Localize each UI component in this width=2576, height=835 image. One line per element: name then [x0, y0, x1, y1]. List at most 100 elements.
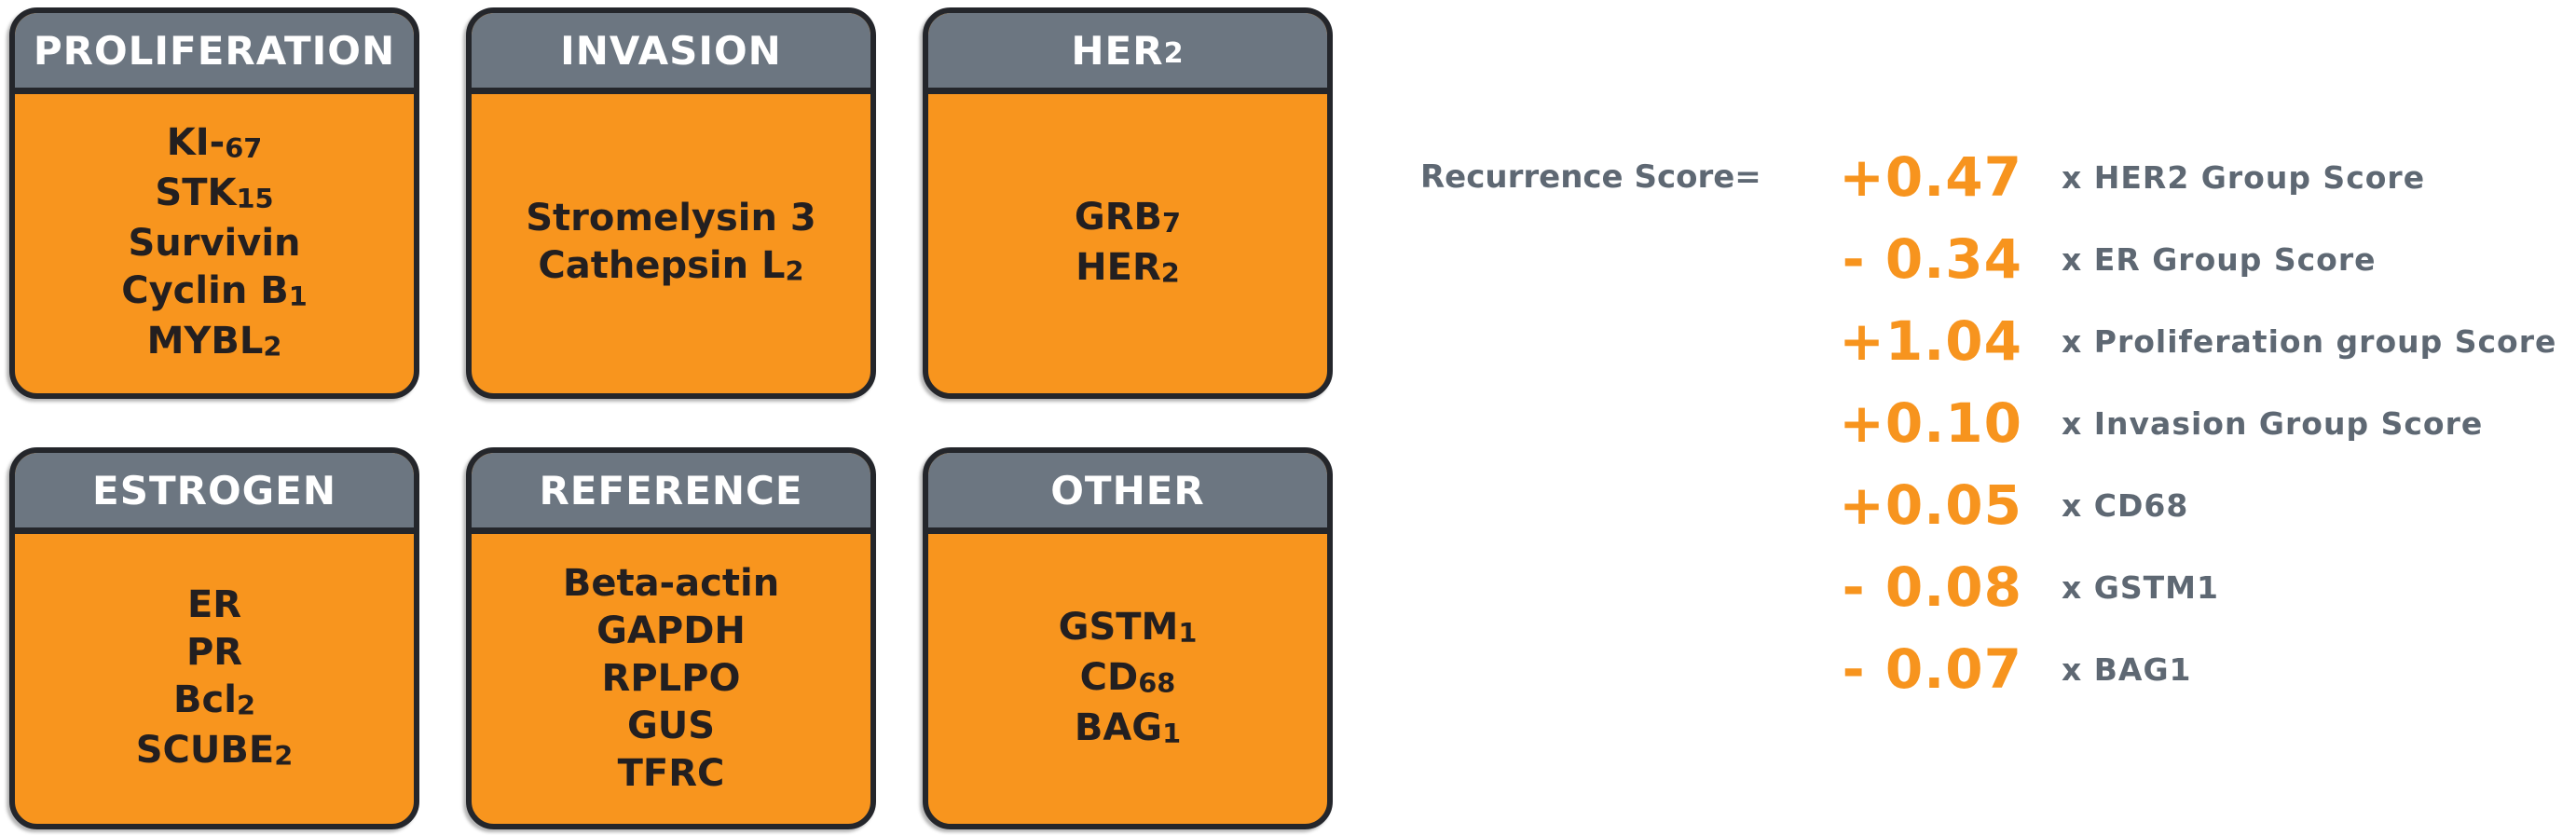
text-segment: GSTM: [1058, 605, 1179, 649]
group-header-other: OTHER: [928, 453, 1327, 534]
group-header-reference: REFERENCE: [472, 453, 870, 534]
text-segment: Beta-actin: [562, 562, 780, 605]
formula-term: x ER Group Score: [2062, 240, 2377, 278]
text-segment: Cyclin B: [121, 269, 289, 312]
formula-row: +0.10 x Invasion Group Score: [1780, 382, 2556, 464]
gene-item: MYBL2: [147, 318, 282, 368]
text-segment: GRB: [1074, 195, 1163, 239]
subscript-text: 68: [1138, 666, 1176, 699]
recurrence-score-label: Recurrence Score=: [1420, 158, 1761, 196]
formula-coefficient: +0.47: [1839, 145, 2022, 209]
formula-row: - 0.08 x GSTM1: [1780, 546, 2556, 628]
gene-item: SCUBE2: [136, 727, 294, 777]
subscript-text: 2: [1163, 37, 1185, 71]
text-segment: MYBL: [146, 320, 264, 363]
text-segment: RPLPO: [601, 657, 741, 700]
formula-coefficient: +0.10: [1839, 391, 2022, 455]
formula-term: x CD68: [2062, 486, 2189, 524]
formula-term: x Proliferation group Score: [2062, 322, 2557, 360]
gene-item: PR: [186, 629, 242, 677]
formula-coefficient: - 0.07: [1842, 637, 2022, 701]
gene-item: Beta-actin: [563, 560, 779, 608]
gene-item: TFRC: [618, 750, 725, 798]
gene-item: ER: [187, 582, 241, 629]
formula-coefficient: - 0.08: [1842, 555, 2022, 619]
text-segment: CD: [1079, 655, 1139, 699]
gene-item: Bcl2: [173, 677, 255, 727]
recurrence-formula: +0.47 x HER2 Group Score - 0.34 x ER Group …: [1780, 136, 2556, 710]
gene-item: RPLPO: [602, 655, 741, 703]
text-segment: REFERENCE: [539, 467, 803, 513]
formula-row: +1.04 x Proliferation group Score: [1780, 300, 2556, 382]
gene-item: Cyclin B1: [121, 267, 308, 318]
group-header-estrogen: ESTROGEN: [15, 453, 414, 534]
formula-term: x GSTM1: [2062, 568, 2219, 606]
formula-term: x Invasion Group Score: [2062, 404, 2484, 442]
formula-row: - 0.34 x ER Group Score: [1780, 218, 2556, 300]
group-header-invasion: INVASION: [472, 13, 870, 94]
gene-item: GAPDH: [596, 608, 746, 655]
text-segment: Bcl: [173, 678, 237, 721]
formula-row: - 0.07 x BAG1: [1780, 628, 2556, 710]
text-segment: KI-: [166, 121, 226, 164]
text-segment: GUS: [626, 705, 716, 747]
text-segment: INVASION: [560, 27, 782, 74]
text-segment: ESTROGEN: [92, 467, 336, 513]
formula-row: +0.47 x HER2 Group Score: [1780, 136, 2556, 218]
formula-coefficient: +1.04: [1839, 309, 2022, 373]
gene-item: KI-67: [167, 119, 263, 170]
formula-term: x BAG1: [2062, 650, 2192, 688]
gene-item: Survivin: [128, 220, 300, 267]
subscript-text: 15: [236, 183, 274, 215]
text-segment: STK: [155, 171, 237, 214]
text-segment: PROLIFERATION: [33, 27, 396, 74]
text-segment: Cathepsin L: [538, 244, 786, 287]
gene-item: HER2: [1076, 244, 1180, 294]
text-segment: GAPDH: [596, 609, 746, 652]
subscript-text: 7: [1162, 206, 1182, 239]
text-segment: OTHER: [1050, 467, 1205, 513]
formula-row: +0.05 x CD68: [1780, 464, 2556, 546]
gene-item: BAG1: [1075, 705, 1181, 755]
gene-item: GUS: [627, 703, 715, 750]
gene-item: GRB7: [1075, 194, 1181, 244]
formula-term: x HER2 Group Score: [2062, 158, 2426, 196]
gene-item: CD68: [1080, 654, 1176, 705]
subscript-text: 1: [288, 281, 308, 313]
formula-coefficient: - 0.34: [1842, 227, 2022, 291]
subscript-text: 2: [785, 255, 804, 288]
text-segment: HER: [1076, 245, 1161, 289]
subscript-text: 1: [1162, 717, 1182, 749]
subscript-text: 2: [263, 331, 282, 363]
group-header-proliferation: PROLIFERATION: [15, 13, 414, 94]
text-segment: BAG: [1074, 705, 1163, 749]
text-segment: SCUBE: [135, 728, 275, 772]
subscript-text: 67: [225, 132, 263, 165]
text-segment: ER: [186, 582, 242, 626]
text-segment: Stromelysin 3: [526, 197, 816, 240]
text-segment: TFRC: [617, 752, 725, 795]
formula-coefficient: +0.05: [1839, 473, 2022, 537]
subscript-text: 1: [1178, 616, 1198, 649]
subscript-text: 2: [1160, 256, 1180, 289]
gene-item: Stromelysin 3: [526, 195, 815, 242]
text-segment: PR: [185, 630, 243, 674]
subscript-text: 2: [274, 739, 294, 772]
gene-item: GSTM1: [1059, 604, 1198, 654]
text-segment: HER: [1071, 27, 1164, 74]
gene-item: Cathepsin L2: [538, 242, 803, 293]
